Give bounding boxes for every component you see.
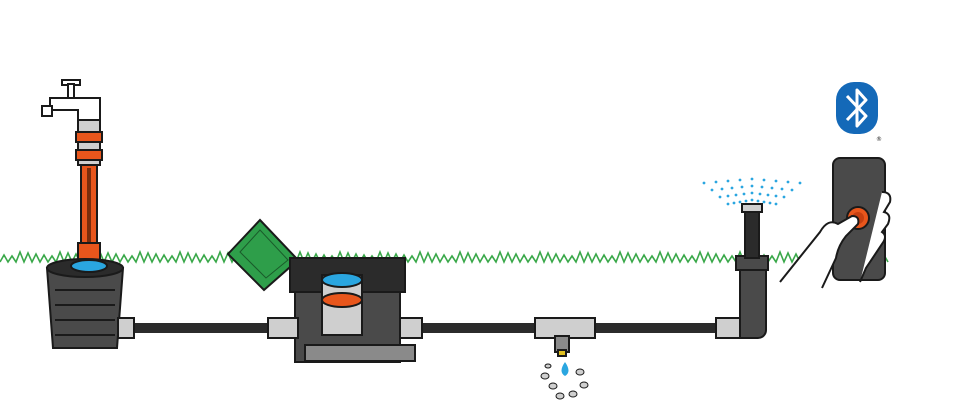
- hose: [75, 119, 103, 262]
- spray-dot: [738, 178, 742, 182]
- bluetooth-icon: ®: [836, 82, 882, 143]
- spray-dot: [726, 202, 730, 206]
- faucet-icon: [41, 79, 101, 121]
- spray-dot: [762, 178, 766, 182]
- spray-dot: [768, 201, 772, 205]
- water-spray: [702, 177, 802, 206]
- spray-dot: [750, 198, 754, 202]
- sprinkler-icon: [715, 203, 769, 339]
- grass-line: [0, 249, 889, 265]
- water-connector-box: [45, 258, 135, 349]
- valve-box: [226, 218, 423, 363]
- spray-dot: [762, 200, 766, 204]
- registered-mark: ®: [876, 136, 882, 143]
- spray-dot: [702, 181, 706, 185]
- spray-dot: [718, 195, 722, 199]
- spray-dot: [760, 185, 764, 189]
- spray-dot: [732, 201, 736, 205]
- spray-dot: [744, 199, 748, 203]
- spray-dot: [774, 179, 778, 183]
- spray-dot: [790, 188, 794, 192]
- tee-connector: [534, 317, 596, 357]
- hand-icon: [779, 191, 892, 289]
- spray-dot: [738, 200, 742, 204]
- spray-dot: [750, 177, 754, 181]
- spray-dot: [756, 199, 760, 203]
- spray-dot: [710, 188, 714, 192]
- spray-dot: [798, 181, 802, 185]
- spray-dot: [740, 185, 744, 189]
- spray-dot: [750, 191, 754, 195]
- spray-dot: [774, 194, 778, 198]
- spray-dot: [786, 180, 790, 184]
- spray-dot: [726, 179, 730, 183]
- spray-dot: [782, 195, 786, 199]
- spray-dot: [734, 193, 738, 197]
- spray-dot: [758, 192, 762, 196]
- spray-dot: [780, 187, 784, 191]
- spray-dot: [770, 186, 774, 190]
- water-drop-icon: [540, 362, 589, 400]
- valve-box-lid: [226, 218, 300, 292]
- spray-dot: [720, 187, 724, 191]
- spray-dot: [750, 184, 754, 188]
- spray-dot: [726, 194, 730, 198]
- spray-dot: [766, 193, 770, 197]
- spray-dot: [774, 202, 778, 206]
- spray-dot: [730, 186, 734, 190]
- spray-dot: [742, 192, 746, 196]
- spray-dot: [714, 180, 718, 184]
